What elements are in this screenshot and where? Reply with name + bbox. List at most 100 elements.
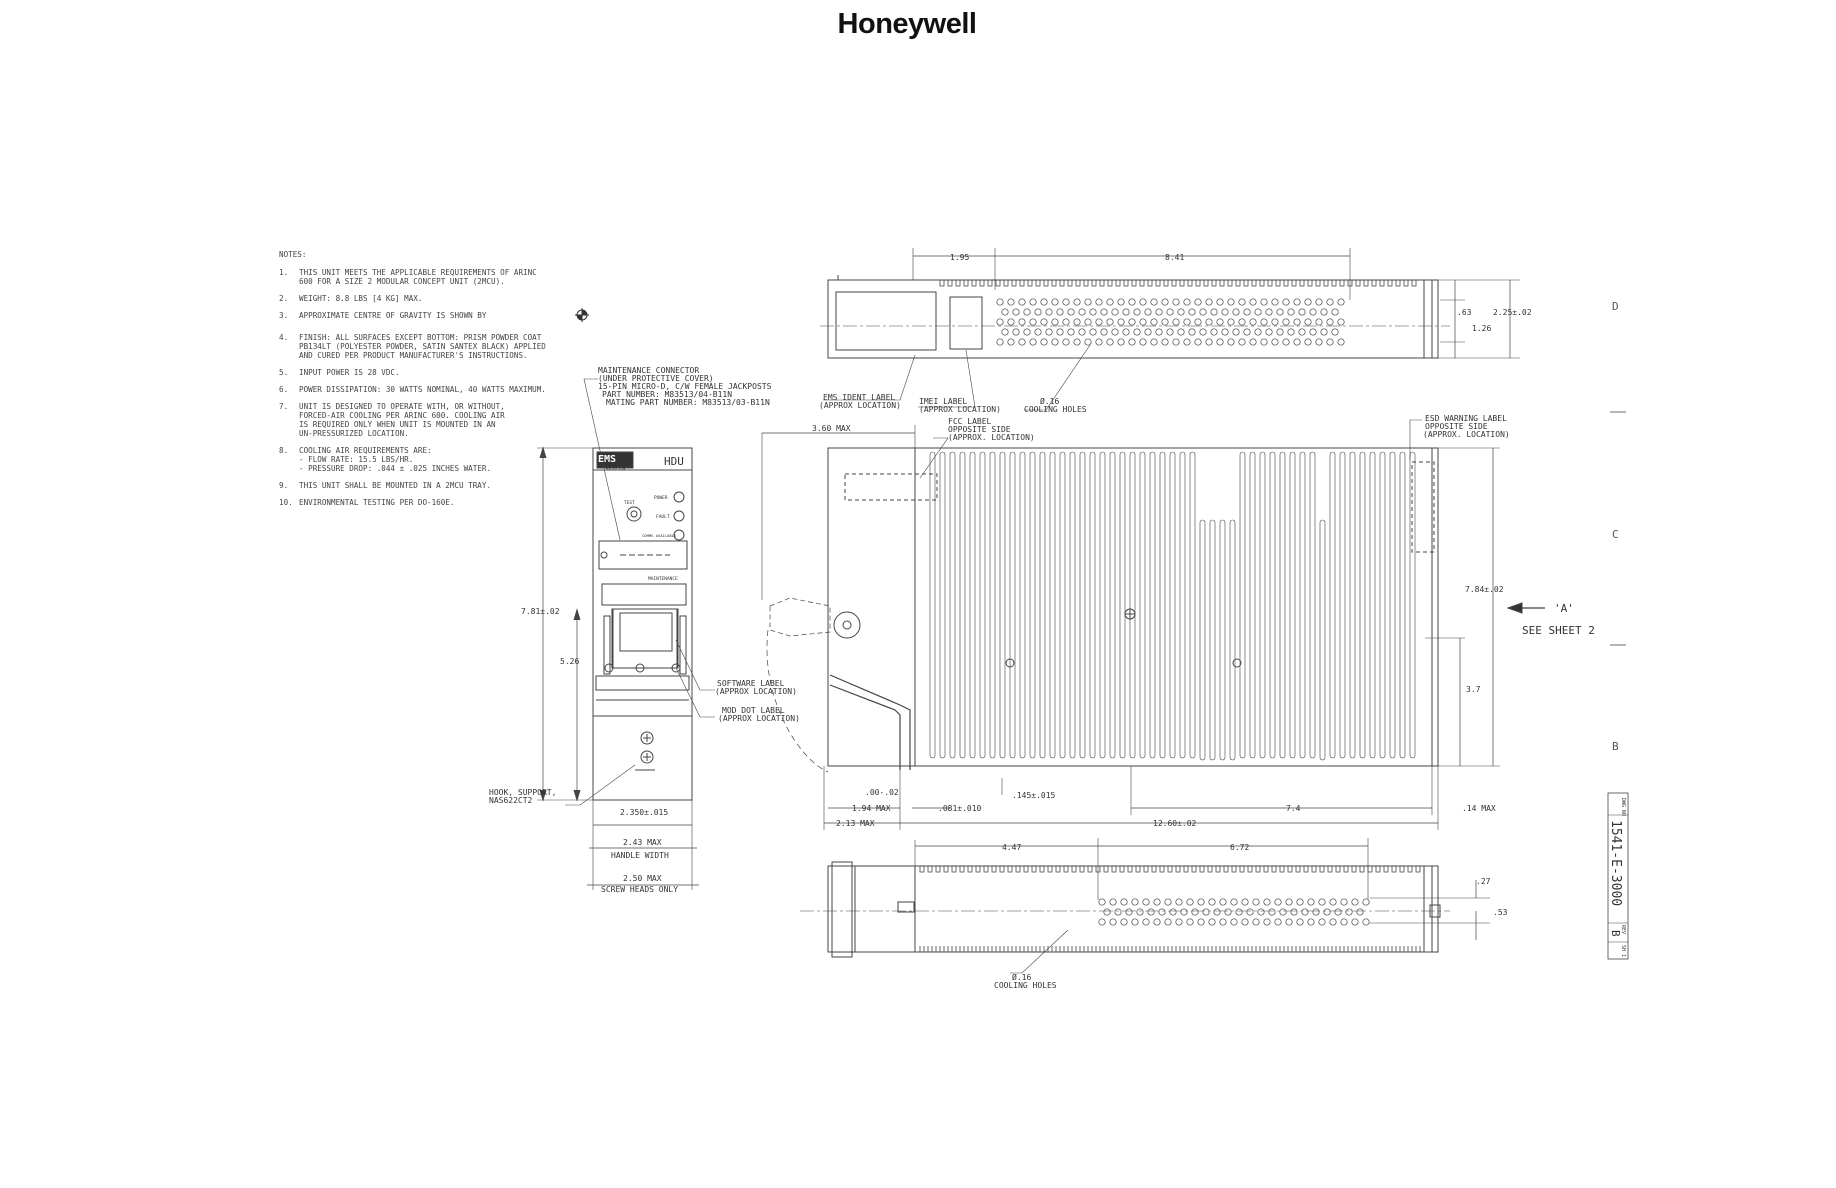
display-window xyxy=(619,612,673,652)
cooling-hole xyxy=(1323,908,1331,916)
note-item: 8.COOLING AIR REQUIREMENTS ARE: - FLOW R… xyxy=(279,446,589,473)
dim-top-d: 2.25±.02 xyxy=(1493,308,1532,317)
cooling-hole xyxy=(1186,898,1194,906)
cooling-hole xyxy=(1095,318,1103,326)
bottom-cooling-holes xyxy=(1098,898,1370,926)
heatsink-fin xyxy=(1129,451,1136,759)
side-view-outline xyxy=(827,447,1439,767)
esd-callout: ESD WARNING LABEL OPPOSITE SIDE (APPROX.… xyxy=(1423,414,1512,439)
cooling-hole xyxy=(1219,898,1227,906)
dim-top-c: .63 xyxy=(1457,308,1472,317)
cooling-hole xyxy=(1131,918,1139,926)
cooling-hole xyxy=(1304,298,1312,306)
cooling-hole xyxy=(1210,308,1218,316)
dim-handle-note: HANDLE WIDTH xyxy=(611,851,669,860)
cooling-hole xyxy=(1293,298,1301,306)
cooling-hole xyxy=(1320,328,1328,336)
heatsink-fin xyxy=(949,451,956,759)
power-label: POWER xyxy=(654,495,668,501)
side-view xyxy=(761,419,1545,830)
note-number: 1. xyxy=(279,268,289,277)
heatsink-fin xyxy=(1099,451,1106,759)
heatsink-fin xyxy=(1339,451,1346,759)
heatsink-fin xyxy=(1249,451,1256,759)
side-view-text: 3.60 MAX FCC LABEL OPPOSITE SIDE (APPROX… xyxy=(812,414,1595,828)
cooling-hole xyxy=(1188,328,1196,336)
cooling-hole xyxy=(1293,338,1301,346)
cooling-hole xyxy=(1199,308,1207,316)
cooling-hole xyxy=(1045,308,1053,316)
cooling-hole xyxy=(1040,318,1048,326)
heatsink-fin xyxy=(1399,451,1406,759)
dim-side-37: 3.7 xyxy=(1466,685,1481,694)
note-text: THIS UNIT SHALL BE MOUNTED IN A 2MCU TRA… xyxy=(299,481,492,490)
cooling-hole xyxy=(1153,918,1161,926)
cooling-hole xyxy=(1208,918,1216,926)
cooling-hole xyxy=(1098,918,1106,926)
heatsink-fin xyxy=(1139,451,1146,759)
cooling-hole xyxy=(1318,918,1326,926)
heatsink-fin xyxy=(1219,519,1226,761)
note-text: INPUT POWER IS 28 VDC. xyxy=(299,368,400,377)
maintenance-connector-cover xyxy=(598,540,688,570)
cooling-hole xyxy=(1147,908,1155,916)
cooling-hole xyxy=(1243,308,1251,316)
note-number: 7. xyxy=(279,402,289,411)
cooling-hole xyxy=(1227,298,1235,306)
heatsink-fin xyxy=(1179,451,1186,759)
cooling-hole xyxy=(1290,908,1298,916)
cooling-hole xyxy=(1062,338,1070,346)
dim-handle: 2.43 MAX xyxy=(623,838,662,847)
zone-c: C xyxy=(1612,528,1619,541)
top-cooling-holes xyxy=(996,298,1345,346)
dim-side-213: 2.13 MAX xyxy=(836,819,875,828)
cooling-hole xyxy=(1309,308,1317,316)
cooling-hole xyxy=(1230,918,1238,926)
cooling-hole xyxy=(1304,338,1312,346)
cooling-hole xyxy=(1177,328,1185,336)
cooling-hole xyxy=(1221,328,1229,336)
note-item: 10.ENVIRONMENTAL TESTING PER DO-160E. xyxy=(279,498,589,507)
heatsink-fin xyxy=(1269,451,1276,759)
fault-label: FAULT xyxy=(656,514,670,520)
dim-front-height: 7.81±.02 xyxy=(521,607,560,616)
cooling-hole xyxy=(1337,318,1345,326)
heatsink-fin xyxy=(1029,451,1036,759)
cooling-hole xyxy=(1293,318,1301,326)
cooling-hole xyxy=(1023,308,1031,316)
power-indicator-icon xyxy=(673,491,685,503)
heatsink-fin xyxy=(1019,451,1026,759)
cooling-hole xyxy=(1213,908,1221,916)
bottom-holes-callout: Ø.16 COOLING HOLES xyxy=(994,972,1057,990)
cooling-hole xyxy=(1161,298,1169,306)
cooling-hole xyxy=(1155,308,1163,316)
drawing-notes: NOTES: 1.THIS UNIT MEETS THE APPLICABLE … xyxy=(279,250,589,515)
cooling-hole xyxy=(1238,338,1246,346)
cooling-hole xyxy=(1040,338,1048,346)
cooling-hole xyxy=(1326,298,1334,306)
dim-front-lower: 5.26 xyxy=(560,657,579,666)
heatsink-fin xyxy=(1329,451,1336,759)
cooling-hole xyxy=(1249,298,1257,306)
bottom-view-outline xyxy=(827,865,1439,953)
cooling-hole xyxy=(1007,338,1015,346)
cooling-hole xyxy=(1150,318,1158,326)
cooling-hole xyxy=(1089,308,1097,316)
cooling-hole xyxy=(1034,308,1042,316)
cooling-hole xyxy=(1051,338,1059,346)
cooling-hole xyxy=(1326,318,1334,326)
cooling-hole xyxy=(1268,908,1276,916)
cooling-hole xyxy=(1125,908,1133,916)
cooling-hole xyxy=(1136,908,1144,916)
dim-side-360: 3.60 MAX xyxy=(812,424,851,433)
cooling-hole xyxy=(1001,308,1009,316)
cooling-hole xyxy=(1023,328,1031,336)
cooling-hole xyxy=(1238,298,1246,306)
cooling-hole xyxy=(1301,908,1309,916)
cooling-hole xyxy=(1139,338,1147,346)
cooling-hole xyxy=(1150,338,1158,346)
cooling-hole xyxy=(1331,308,1339,316)
cooling-hole xyxy=(1117,318,1125,326)
revision: B xyxy=(1609,930,1622,937)
